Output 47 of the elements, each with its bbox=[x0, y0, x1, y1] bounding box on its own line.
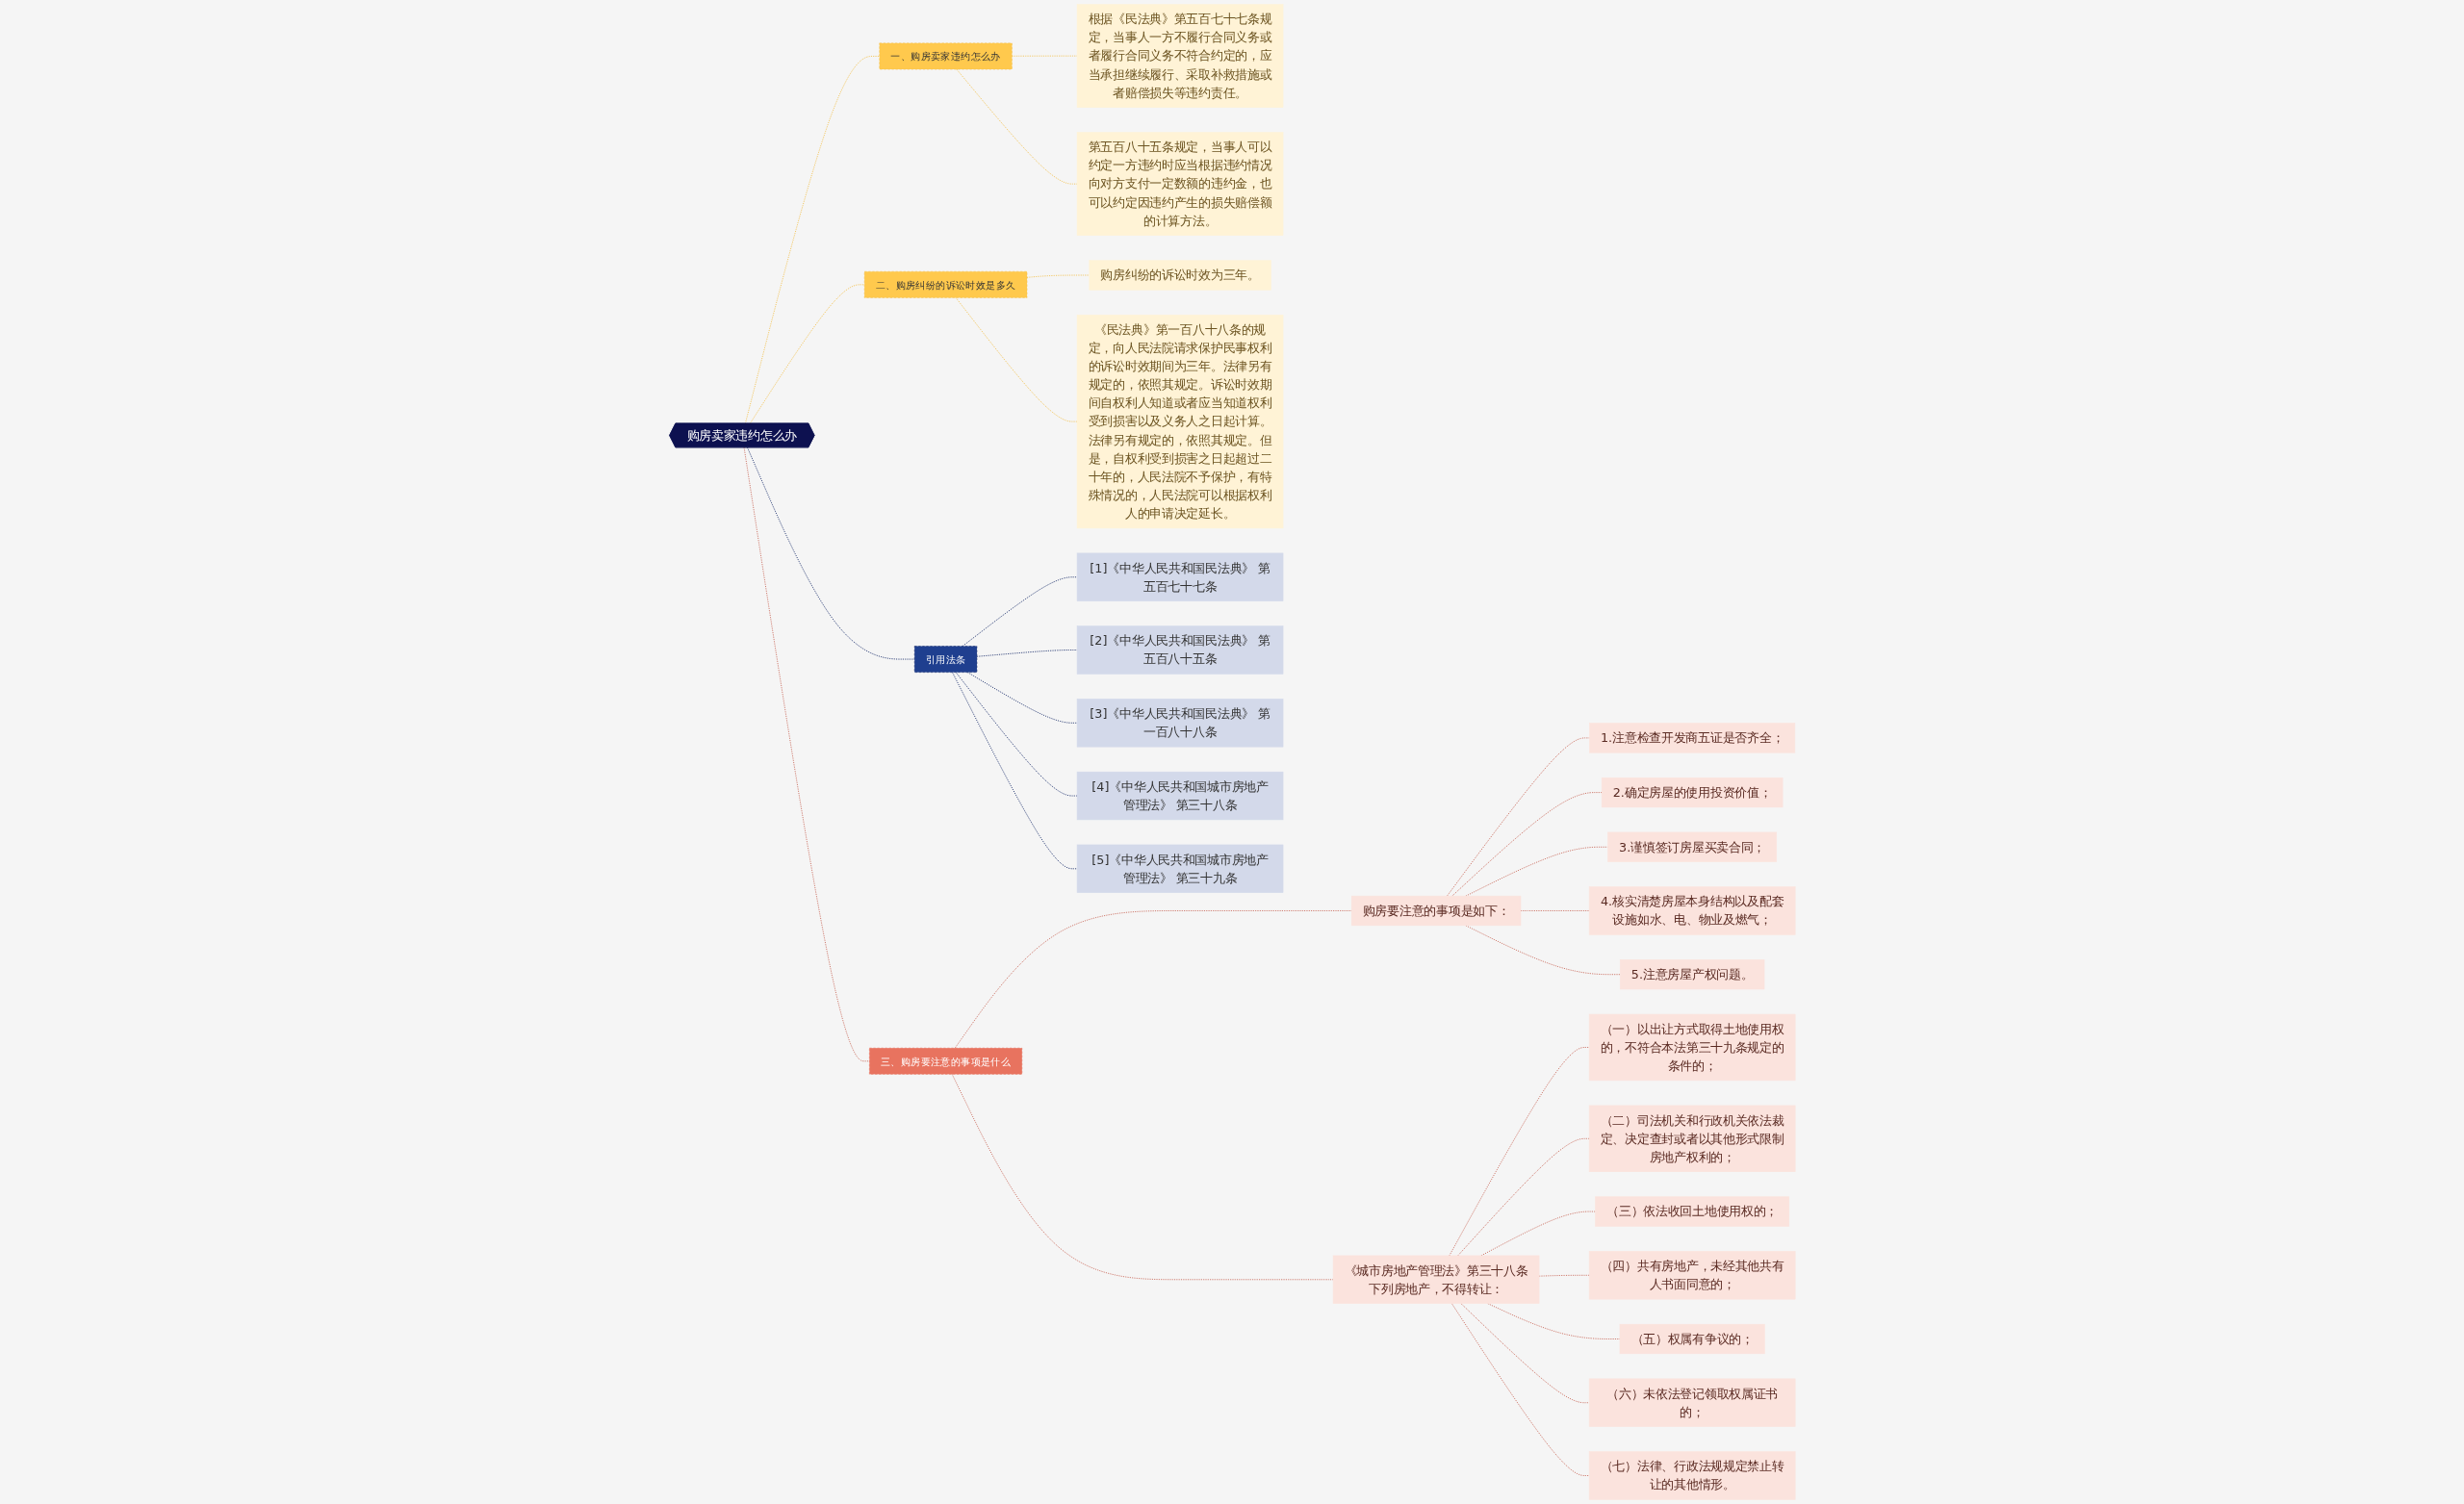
node-box bbox=[1332, 1255, 1539, 1304]
node-box bbox=[863, 270, 1027, 298]
connector bbox=[956, 68, 1078, 185]
node-box bbox=[1076, 844, 1283, 893]
node-box bbox=[1588, 1251, 1796, 1300]
node-box bbox=[1588, 1378, 1796, 1427]
node-box bbox=[1076, 699, 1283, 748]
connector bbox=[746, 446, 915, 660]
node-box bbox=[1606, 831, 1777, 862]
connector bbox=[1450, 1303, 1590, 1476]
connector bbox=[951, 672, 1078, 870]
connector bbox=[1456, 1137, 1590, 1257]
connector bbox=[1446, 737, 1590, 897]
node-box bbox=[1076, 315, 1283, 529]
connector bbox=[1450, 792, 1603, 897]
node-box bbox=[1076, 625, 1283, 675]
connector bbox=[1460, 1303, 1590, 1404]
node-box bbox=[1350, 895, 1521, 927]
node-box bbox=[1619, 959, 1764, 990]
connector bbox=[955, 297, 1078, 422]
node-box bbox=[913, 646, 977, 673]
node-box bbox=[1601, 777, 1784, 808]
node-box bbox=[1089, 260, 1271, 291]
node-box bbox=[1588, 1451, 1796, 1500]
node-box bbox=[1588, 723, 1795, 753]
connector bbox=[1520, 910, 1590, 911]
node-box bbox=[1076, 552, 1283, 601]
connector bbox=[1026, 274, 1090, 278]
connector bbox=[1011, 55, 1078, 57]
connector bbox=[954, 910, 1352, 1049]
node-box bbox=[1076, 771, 1283, 821]
connector bbox=[744, 56, 880, 424]
node-box bbox=[879, 42, 1013, 70]
node-box bbox=[1076, 4, 1283, 108]
connector bbox=[955, 672, 1078, 797]
node-box bbox=[1588, 1105, 1796, 1172]
connector bbox=[1538, 1274, 1590, 1277]
node-box bbox=[1076, 132, 1283, 236]
connector bbox=[743, 446, 870, 1062]
node-box bbox=[1619, 1323, 1765, 1355]
connector bbox=[1465, 925, 1621, 976]
node-box bbox=[1588, 886, 1796, 935]
node-box bbox=[1588, 1013, 1796, 1082]
node-box bbox=[868, 1047, 1022, 1075]
node-box bbox=[1594, 1196, 1789, 1227]
connector bbox=[1449, 1047, 1590, 1257]
connector bbox=[976, 650, 1078, 657]
